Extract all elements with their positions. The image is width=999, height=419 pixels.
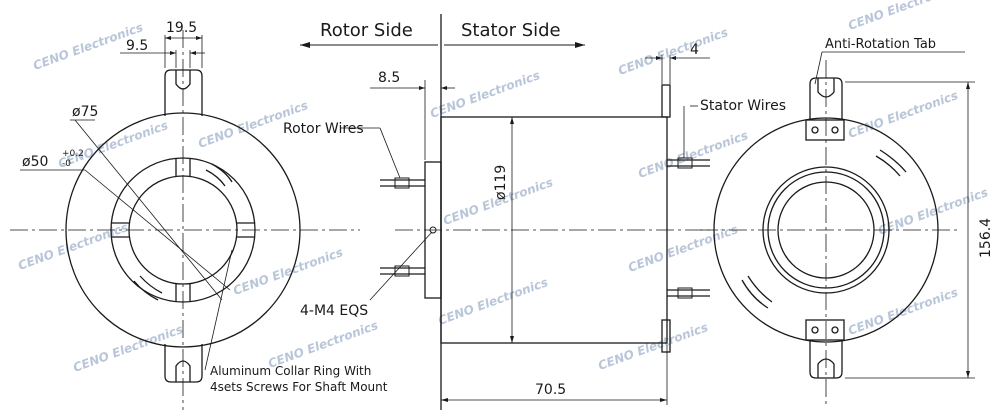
- bore-outer: [762, 166, 890, 294]
- top-anti-rotation-tab: [809, 77, 843, 120]
- side-view-arrows: [300, 42, 676, 402]
- arc-slot: [205, 169, 226, 187]
- bottom-anti-rotation-tab: [809, 340, 843, 379]
- rotor-wires-label: Rotor Wires: [283, 121, 364, 137]
- dim-phi50: ø50: [22, 154, 48, 170]
- watermark: CENO Electronics: [428, 68, 542, 121]
- watermark: CENO Electronics: [636, 128, 750, 181]
- rotor-view-arrows: [165, 36, 202, 55]
- collar-ring-outer: [110, 157, 256, 303]
- watermark: CENO Electronics: [596, 320, 710, 373]
- stator-flange-bottom: [661, 319, 671, 353]
- stator-end-view: [700, 51, 975, 405]
- m4-screw: [429, 226, 437, 234]
- bottom-tab-plate: [805, 319, 845, 341]
- side-view: [300, 14, 710, 410]
- anti-rotation-tab-label: Anti-Rotation Tab: [825, 37, 936, 52]
- watermark: CENO Electronics: [231, 245, 345, 298]
- watermark: CENO Electronics: [71, 322, 185, 375]
- collar-note-line1: Aluminum Collar Ring With: [210, 364, 371, 378]
- dim-19-5: 19.5: [166, 20, 197, 36]
- rotor-side-label: Rotor Side: [320, 20, 413, 41]
- bore-inner: [777, 181, 875, 279]
- watermark: CENO Electronics: [846, 88, 960, 141]
- watermark: CENO Electronics: [436, 275, 550, 328]
- dim-8-5: 8.5: [378, 70, 400, 86]
- dim-phi119: ø119: [493, 165, 509, 200]
- collar-note-line2: 4sets Screws For Shaft Mount: [210, 380, 388, 394]
- dim-9-5: 9.5: [126, 38, 148, 54]
- dim-70-5: 70.5: [535, 382, 566, 398]
- bottom-anti-rotation-tab: [164, 344, 203, 383]
- stator-outer-circle: [713, 117, 939, 343]
- top-tab-plate: [805, 119, 845, 141]
- arc-slot: [741, 279, 769, 309]
- arc-slot: [879, 149, 907, 173]
- collar-ring-inner: [128, 175, 238, 285]
- stator-flange-top: [661, 84, 671, 118]
- outer-flange-circle: [65, 112, 301, 348]
- arc-slot: [139, 275, 163, 294]
- bore-mid: [767, 171, 885, 289]
- stator-view-arrows: [966, 82, 970, 378]
- watermark: CENO Electronics: [56, 118, 170, 171]
- watermark: CENO Electronics: [266, 318, 380, 371]
- watermark: CENO Electronics: [846, 0, 960, 33]
- dim-4: 4: [690, 42, 699, 58]
- top-anti-rotation-tab: [164, 69, 203, 116]
- stator-wires-label: Stator Wires: [700, 98, 786, 114]
- dim-phi50-tol-lower: -0: [62, 159, 71, 169]
- dim-phi75: ø75: [72, 104, 98, 120]
- dim-phi50-tol-upper: +0.2: [62, 149, 84, 159]
- rotor-end-view: [10, 30, 360, 410]
- stator-side-label: Stator Side: [461, 20, 561, 41]
- m4-label: 4-M4 EQS: [300, 303, 368, 319]
- dim-156-4: 156.4: [978, 218, 994, 258]
- watermark: CENO Electronics: [616, 25, 730, 78]
